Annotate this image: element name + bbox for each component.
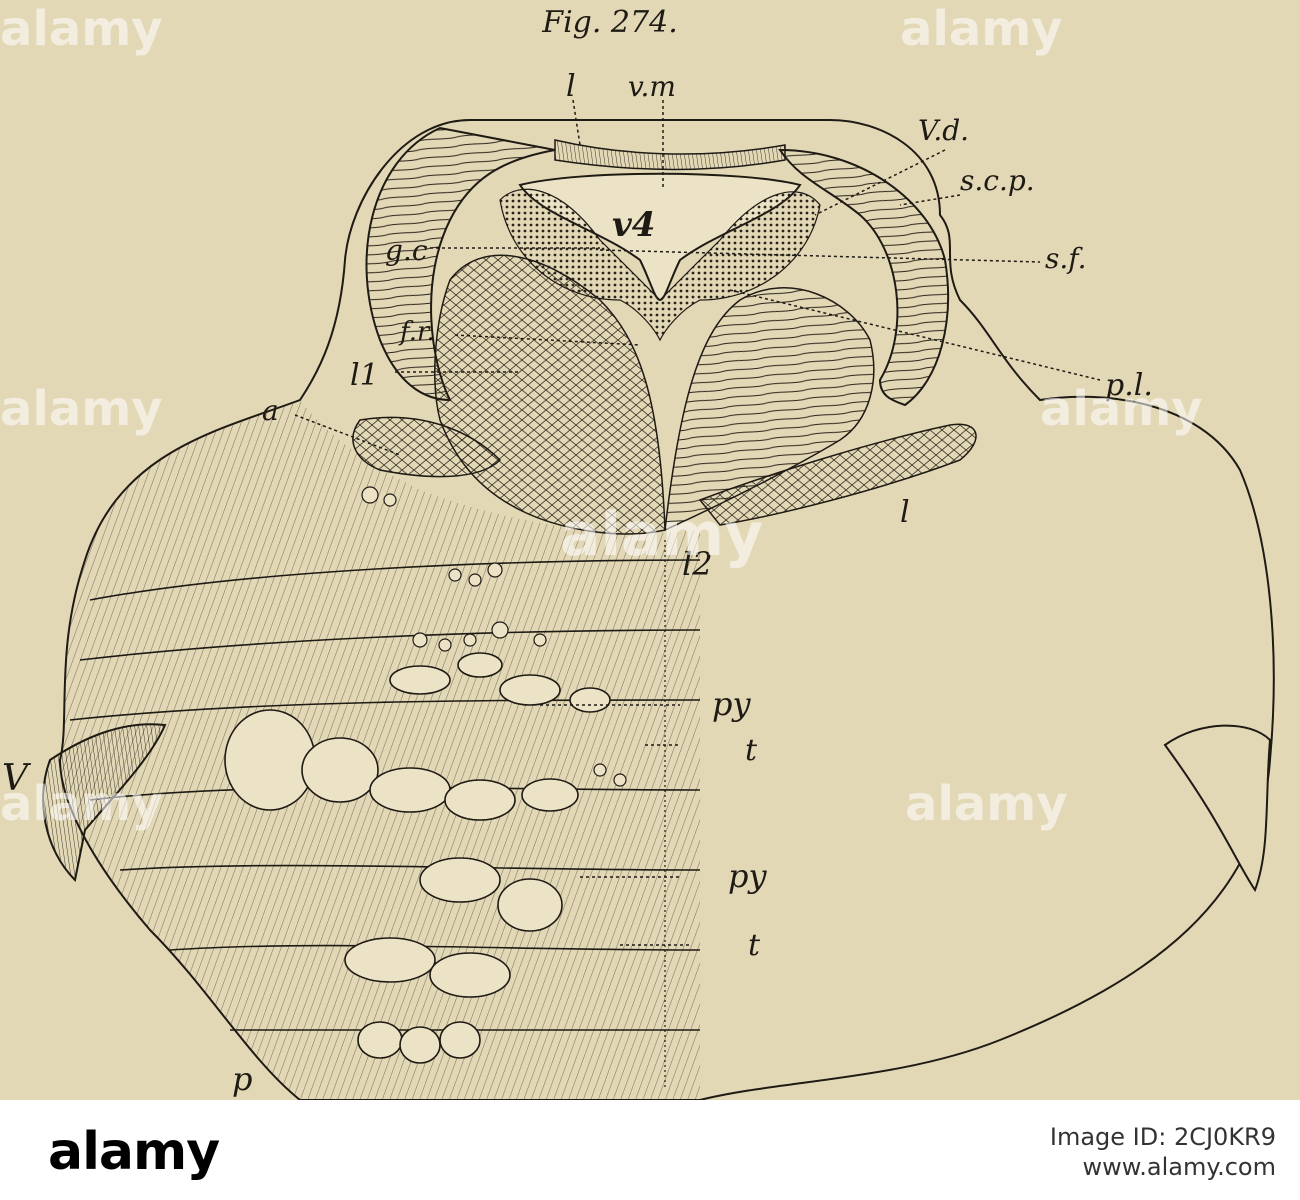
label-V: V <box>2 758 32 799</box>
watermark: alamy <box>1040 381 1203 437</box>
label-v4: v4 <box>612 205 655 245</box>
label-pl: p.l. <box>1105 368 1153 403</box>
label-l-right: l <box>900 495 910 530</box>
grey-matter-floor <box>499 188 821 342</box>
label-l-top: l <box>566 69 576 104</box>
footer-logo: alamy <box>48 1122 220 1182</box>
label-py-upper: py <box>712 685 751 723</box>
trigeminal-root-left <box>42 723 167 883</box>
figure-labels: l v.m V.d. s.c.p. v4 g.c s.f. f.r. l1 p.… <box>2 69 1153 1098</box>
watermark: alamy <box>900 1 1063 57</box>
label-p: p <box>232 1060 252 1098</box>
pyramidal-bundles <box>224 652 611 1064</box>
trigeminal-root-right <box>1163 724 1272 893</box>
pons-section-illustration: Fig. 274. <box>0 1 1275 1100</box>
label-vm: v.m <box>628 70 676 103</box>
lemniscus-right <box>698 423 977 526</box>
watermark: alamy <box>0 1 163 57</box>
label-py-lower: py <box>728 857 767 895</box>
watermark: alamy <box>0 776 163 832</box>
label-scp: s.c.p. <box>960 164 1035 197</box>
label-gc: g.c <box>385 234 428 267</box>
label-t-lower: t <box>748 928 761 963</box>
footer-bar: alamy Image ID: 2CJ0KR9 www.alamy.com <box>0 1100 1300 1200</box>
label-vd: V.d. <box>918 114 969 147</box>
label-t-upper: t <box>745 733 758 768</box>
watermark: alamy <box>905 776 1068 832</box>
image-id-label: Image ID: 2CJ0KR9 <box>1049 1123 1276 1151</box>
label-sf: s.f. <box>1045 242 1087 275</box>
label-a: a <box>262 394 279 427</box>
watermark-overlay: alamy alamy alamy alamy alamy alamy alam… <box>0 1 1203 832</box>
figure-plate: Fig. 274. <box>0 0 1300 1100</box>
watermark: alamy <box>0 381 163 437</box>
footer-image-info: Image ID: 2CJ0KR9 www.alamy.com <box>1050 1122 1276 1182</box>
figure-title: Fig. 274. <box>541 5 677 40</box>
superior-cerebellar-peduncle-right <box>778 148 949 407</box>
small-bundles <box>361 486 627 787</box>
label-l2: l2 <box>682 545 713 583</box>
fourth-ventricle <box>518 172 802 302</box>
label-l1: l1 <box>350 358 379 393</box>
velum-medullare <box>554 139 786 171</box>
leader-lines <box>294 99 1101 946</box>
watermark: alamy <box>560 500 763 570</box>
footer-url: www.alamy.com <box>1082 1153 1276 1181</box>
label-fr: f.r. <box>398 317 435 347</box>
